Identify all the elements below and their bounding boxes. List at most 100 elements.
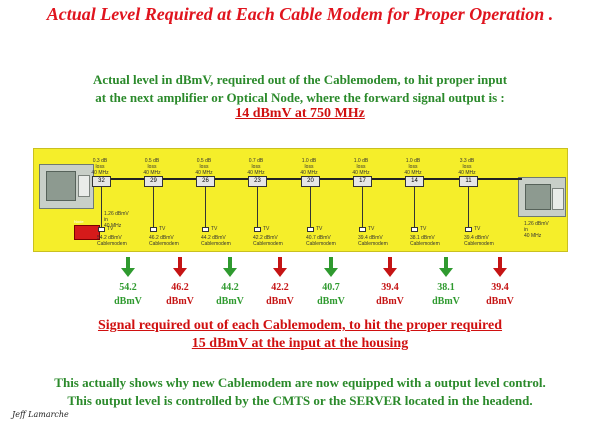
tap-loss-text: 0.5 dB bbox=[144, 158, 160, 164]
tap-loss-text: 1.0 dB bbox=[353, 158, 369, 164]
drop-cable bbox=[153, 187, 154, 227]
tap-loss-text: 40 MHz bbox=[300, 170, 318, 176]
level-arrow-shaft bbox=[498, 257, 502, 269]
level-arrow bbox=[223, 257, 237, 279]
cablemodem-tv-label: TV bbox=[316, 226, 323, 232]
cablemodem-text: 46.2 dBmV bbox=[149, 235, 174, 241]
level-unit: dBmV bbox=[376, 296, 404, 307]
cablemodem-text: 39.4 dBmV bbox=[464, 235, 489, 241]
level-arrow bbox=[383, 257, 397, 279]
cablemodem-text: 42.2 dBmV bbox=[253, 235, 278, 241]
level-value: 54.2 bbox=[119, 282, 137, 293]
drop-cable bbox=[101, 187, 102, 227]
intro-line-1: Actual level in dBmV, required out of th… bbox=[92, 72, 508, 87]
node-redbox bbox=[74, 225, 100, 240]
cablemodem-icon bbox=[307, 227, 314, 232]
cablemodem-text: Cablemodem bbox=[306, 241, 336, 247]
cablemodem-tv-label: TV bbox=[159, 226, 166, 232]
level-arrow bbox=[173, 257, 187, 279]
tap-loss-text: loss bbox=[251, 164, 261, 170]
cablemodem-tv-label: TV bbox=[211, 226, 218, 232]
cablemodem-text: Cablemodem bbox=[358, 241, 388, 247]
cablemodem-text: 38.1 dBmV bbox=[410, 235, 435, 241]
level-unit: dBmV bbox=[317, 296, 345, 307]
cablemodem-tv-label: TV bbox=[368, 226, 375, 232]
tap-box: 17 bbox=[353, 176, 372, 187]
cablemodem-tv-label: TV bbox=[107, 226, 114, 232]
tap-loss-text: 40 MHz bbox=[352, 170, 370, 176]
level-arrow-head bbox=[493, 268, 507, 277]
cablemodem-text: Cablemodem bbox=[410, 241, 440, 247]
level-unit: dBmV bbox=[114, 296, 142, 307]
cablemodem-icon bbox=[359, 227, 366, 232]
tap-loss-text: 40 MHz bbox=[195, 170, 213, 176]
tap-loss-text: 40 MHz bbox=[404, 170, 422, 176]
cablemodem-text: Cablemodem bbox=[253, 241, 283, 247]
cablemodem-icon bbox=[98, 227, 105, 232]
cablemodem-tv-label: TV bbox=[474, 226, 481, 232]
tap-box: 20 bbox=[301, 176, 320, 187]
tap-box: 26 bbox=[196, 176, 215, 187]
tap-loss-text: 40 MHz bbox=[247, 170, 265, 176]
cablemodem-text: Cablemodem bbox=[149, 241, 179, 247]
tap-loss-text: loss bbox=[356, 164, 366, 170]
level-arrow-shaft bbox=[278, 257, 282, 269]
level-arrow-head bbox=[439, 268, 453, 277]
level-value: 46.2 bbox=[171, 282, 189, 293]
note-green-line-1: This actually shows why new Cablemodem a… bbox=[54, 375, 546, 390]
tap-loss-text: loss bbox=[199, 164, 209, 170]
drop-cable bbox=[414, 187, 415, 227]
level-unit: dBmV bbox=[166, 296, 194, 307]
note-green-line-2: This output level is controlled by the C… bbox=[67, 393, 533, 408]
tap-loss-text: loss bbox=[95, 164, 105, 170]
cablemodem-icon bbox=[150, 227, 157, 232]
cablemodem-icon bbox=[465, 227, 472, 232]
tap-loss-text: 0.5 dB bbox=[196, 158, 212, 164]
intro-line-2: at the next amplifier or Optical Node, w… bbox=[95, 90, 505, 105]
level-arrow bbox=[439, 257, 453, 279]
cablemodem-text: 39.4 dBmV bbox=[358, 235, 383, 241]
cablemodem-icon bbox=[411, 227, 418, 232]
level-unit: dBmV bbox=[216, 296, 244, 307]
level-arrow-head bbox=[121, 268, 135, 277]
drop-cable bbox=[257, 187, 258, 227]
drop-cable bbox=[205, 187, 206, 227]
cablemodem-text: Cablemodem bbox=[97, 241, 127, 247]
level-arrow-shaft bbox=[444, 257, 448, 269]
tap-loss-text: 1.0 dB bbox=[405, 158, 421, 164]
cablemodem-text: 54.2 dBmV bbox=[97, 235, 122, 241]
tap-loss-text: loss bbox=[408, 164, 418, 170]
tap-loss-text: 40 MHz bbox=[458, 170, 476, 176]
note-red-line-1: Signal required out of each Cablemodem, … bbox=[97, 318, 503, 333]
level-value: 44.2 bbox=[221, 282, 239, 293]
intro-highlight: 14 dBmV at 750 MHz bbox=[235, 106, 365, 121]
tap-box: 32 bbox=[92, 176, 111, 187]
level-unit: dBmV bbox=[432, 296, 460, 307]
signature: Jeff Lamarche bbox=[12, 410, 69, 419]
level-arrow bbox=[121, 257, 135, 279]
drop-cable bbox=[362, 187, 363, 227]
level-value: 40.7 bbox=[322, 282, 340, 293]
cablemodem-tv-label: TV bbox=[263, 226, 270, 232]
level-arrow-shaft bbox=[178, 257, 182, 269]
level-arrow-shaft bbox=[388, 257, 392, 269]
level-arrow-shaft bbox=[329, 257, 333, 269]
cablemodem-text: 40.7 dBmV bbox=[306, 235, 331, 241]
tap-loss-text: 1.0 dB bbox=[301, 158, 317, 164]
cablemodem-text: Cablemodem bbox=[201, 241, 231, 247]
cablemodem-tv-label: TV bbox=[420, 226, 427, 232]
tap-box: 11 bbox=[459, 176, 478, 187]
tap-box: 23 bbox=[248, 176, 267, 187]
